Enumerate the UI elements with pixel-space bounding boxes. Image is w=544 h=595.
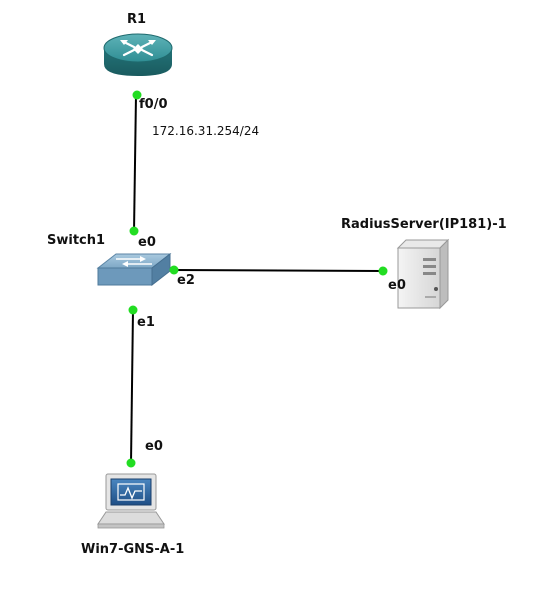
port-dot-switch-e2 bbox=[169, 265, 179, 275]
port-label-r1-f00: f0/0 bbox=[139, 97, 168, 112]
port-dot-switch-e1 bbox=[128, 305, 138, 315]
port-dot-server-e0 bbox=[378, 266, 388, 276]
port-label-switch-e1: e1 bbox=[137, 315, 155, 330]
switch-switch1[interactable]: Switch1 bbox=[47, 233, 172, 287]
port-dot-switch-e0 bbox=[129, 226, 139, 236]
pc-win7[interactable]: Win7-GNS-A-1 bbox=[81, 473, 184, 557]
port-label-server-e0: e0 bbox=[388, 278, 406, 293]
port-label-switch-e2: e2 bbox=[177, 273, 195, 288]
computer-icon bbox=[97, 473, 165, 529]
router-label: R1 bbox=[127, 12, 146, 27]
server-label: RadiusServer(IP181)-1 bbox=[341, 217, 507, 232]
port-dot-r1-f00 bbox=[132, 90, 142, 100]
router-icon bbox=[103, 33, 173, 76]
server-radius[interactable]: RadiusServer(IP181)-1 bbox=[341, 217, 507, 310]
link-switch-server[interactable] bbox=[173, 269, 384, 272]
port-labels: f0/0 e0 e2 e1 e0 e0 bbox=[137, 97, 406, 454]
port-label-switch-e0: e0 bbox=[138, 235, 156, 250]
server-icon bbox=[396, 238, 450, 310]
port-dot-pc-e0 bbox=[126, 458, 136, 468]
port-label-pc-e0: e0 bbox=[145, 439, 163, 454]
switch-icon bbox=[96, 252, 172, 287]
ip-annotation-r1: 172.16.31.254/24 bbox=[152, 124, 259, 138]
port-indicators bbox=[126, 90, 388, 468]
pc-label: Win7-GNS-A-1 bbox=[81, 542, 184, 557]
router-r1[interactable]: R1 bbox=[103, 12, 173, 76]
link-switch-pc[interactable] bbox=[130, 309, 134, 464]
switch-label: Switch1 bbox=[47, 233, 105, 248]
links bbox=[130, 94, 384, 464]
link-r1-switch[interactable] bbox=[133, 94, 137, 233]
